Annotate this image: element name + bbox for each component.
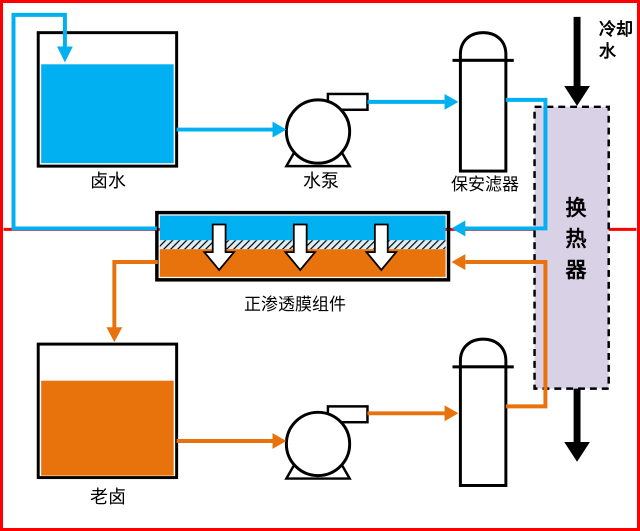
heat-exchanger-label: 换热器	[565, 197, 587, 282]
feed-arrow-into-tank	[57, 46, 73, 63]
cooling-water-label: 冷却水	[599, 20, 633, 61]
feed-stream-lines	[11, 12, 548, 231]
cooling-water-outlet-arrow	[564, 441, 590, 462]
draw-arrow-into-tank	[106, 327, 123, 343]
old-brine-liquid	[41, 380, 174, 476]
draw-arrow-into-filter	[444, 405, 459, 422]
draw-pump-casing	[284, 410, 352, 478]
brine-tank	[36, 31, 179, 168]
draw-pump	[284, 405, 369, 480]
draw-arrow-into-module	[451, 254, 466, 270]
membrane-module-label: 正渗透膜组件	[244, 295, 346, 314]
draw-stream-lines	[112, 260, 548, 443]
draw-filter	[452, 337, 514, 487]
feed-line-module-to-tank	[11, 12, 157, 231]
draw-filter-dome	[458, 337, 508, 367]
draw-arrow-into-pump	[272, 433, 287, 449]
old-brine-tank-label: 老卤	[90, 487, 126, 507]
feed-pump-casing	[284, 98, 352, 165]
membrane-module-frame	[155, 210, 451, 282]
feed-stream-arrowheads	[57, 46, 466, 237]
diagram-canvas	[3, 12, 637, 487]
security-filter	[452, 31, 514, 173]
cooling-water-stream	[564, 16, 590, 462]
security-filter-shell	[458, 58, 508, 173]
feed-pump	[284, 92, 369, 168]
security-filter-dome	[458, 31, 508, 61]
flux-arrow-3	[364, 223, 399, 272]
flux-arrow-1	[202, 223, 236, 272]
cooling-water-inlet-arrow	[564, 86, 590, 106]
feed-line-filter-to-module	[465, 97, 548, 231]
feed-arrow-into-module	[451, 220, 466, 237]
membrane-module	[155, 210, 451, 282]
flux-arrow-2	[283, 223, 317, 272]
draw-line-filter-to-module	[465, 260, 548, 409]
draw-filter-shell	[458, 365, 508, 487]
feed-arrow-into-filter	[444, 93, 459, 110]
old-brine-tank	[36, 342, 179, 480]
draw-stream-arrowheads	[106, 254, 466, 449]
draw-line-module-to-tank	[112, 260, 158, 330]
feed-pump-label: 水泵	[303, 171, 339, 191]
feed-arrow-into-pump	[272, 121, 287, 138]
brine-liquid	[41, 64, 174, 164]
security-filter-label: 保安滤器	[451, 175, 519, 194]
brine-tank-label: 卤水	[90, 171, 126, 191]
